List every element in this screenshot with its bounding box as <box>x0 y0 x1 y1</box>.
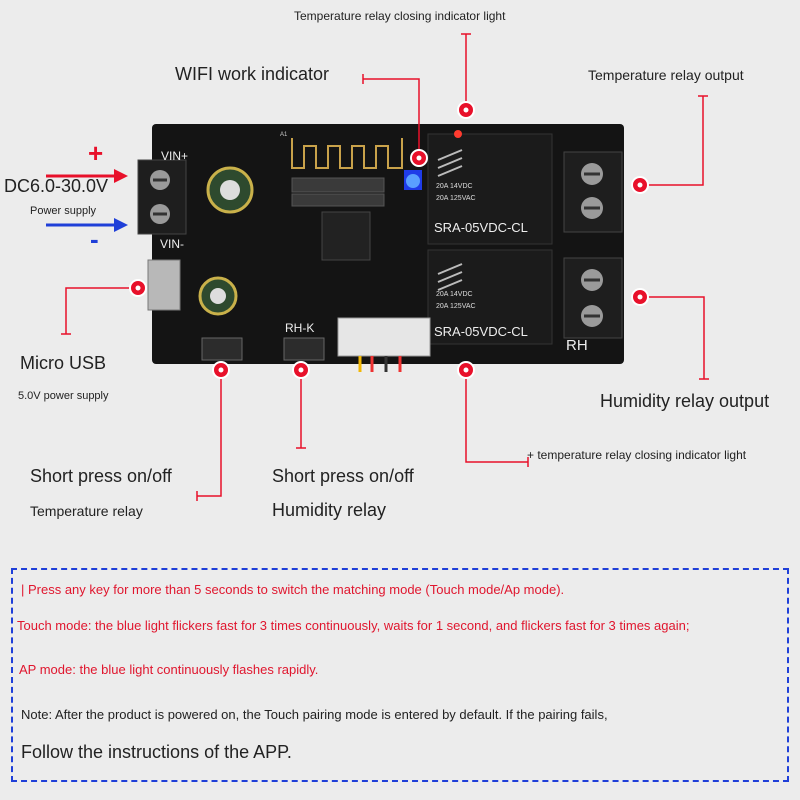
silk-vin-plus: VIN+ <box>161 149 188 163</box>
power-arrows <box>46 169 128 232</box>
note-follow-app: Follow the instructions of the APP. <box>21 742 292 762</box>
label-wifi-indicator: WIFI work indicator <box>175 64 330 84</box>
leader-lines <box>61 33 709 501</box>
marker-dots <box>129 101 649 379</box>
humidity-relay <box>427 249 553 345</box>
relay2-rating2: 20A 125VAC <box>436 303 476 310</box>
pcb-board: VIN+ VIN- RH-K RH A1 20A 14VDC 20A 125VA… <box>137 124 624 372</box>
label-plus: + <box>88 138 104 168</box>
label-short-press-1: Short press on/off <box>30 466 172 486</box>
instructions-box: | Press any key for more than 5 seconds … <box>11 568 789 782</box>
label-temp-light-top: Temperature relay closing indicator ligh… <box>294 9 506 23</box>
label-power-supply: Power supply <box>30 205 97 217</box>
label-humidity-relay: Humidity relay <box>272 500 387 520</box>
label-usb-power: 5.0V power supply <box>18 390 109 402</box>
relay1-rating1: 20A 14VDC <box>436 183 473 190</box>
label-humidity-output: Humidity relay output <box>600 391 770 411</box>
note-default-pairing: Note: After the product is powered on, t… <box>21 707 608 722</box>
label-temp-relay-output: Temperature relay output <box>588 67 744 83</box>
temperature-output-terminal <box>563 151 623 233</box>
label-humid-light: + temperature relay closing indicator li… <box>527 448 747 462</box>
relay1-model: SRA-05VDC-CL <box>434 220 528 235</box>
power-input-terminal <box>137 159 187 235</box>
temperature-relay <box>427 133 553 245</box>
relay2-model: SRA-05VDC-CL <box>434 324 528 339</box>
silk-rh: RH <box>566 337 588 354</box>
note-switch-mode: | Press any key for more than 5 seconds … <box>21 582 565 597</box>
relay1-rating2: 20A 125VAC <box>436 195 476 202</box>
board-diagram: VIN+ VIN- RH-K RH A1 20A 14VDC 20A 125VA… <box>46 33 709 501</box>
silk-rh-k: RH-K <box>285 321 314 335</box>
label-dc-range: DC6.0-30.0V <box>4 176 109 196</box>
humidity-output-terminal <box>563 257 623 339</box>
label-minus: - <box>90 224 99 254</box>
silk-a1: A1 <box>280 132 288 138</box>
note-ap-mode: AP mode: the blue light continuously fla… <box>19 662 319 677</box>
label-micro-usb: Micro USB <box>20 353 107 373</box>
note-touch-mode: Touch mode: the blue light flickers fast… <box>17 618 690 633</box>
label-short-press-2: Short press on/off <box>272 466 414 486</box>
label-temp-relay: Temperature relay <box>30 503 143 519</box>
relay2-rating1: 20A 14VDC <box>436 291 473 298</box>
silk-vin-minus: VIN- <box>160 237 184 251</box>
